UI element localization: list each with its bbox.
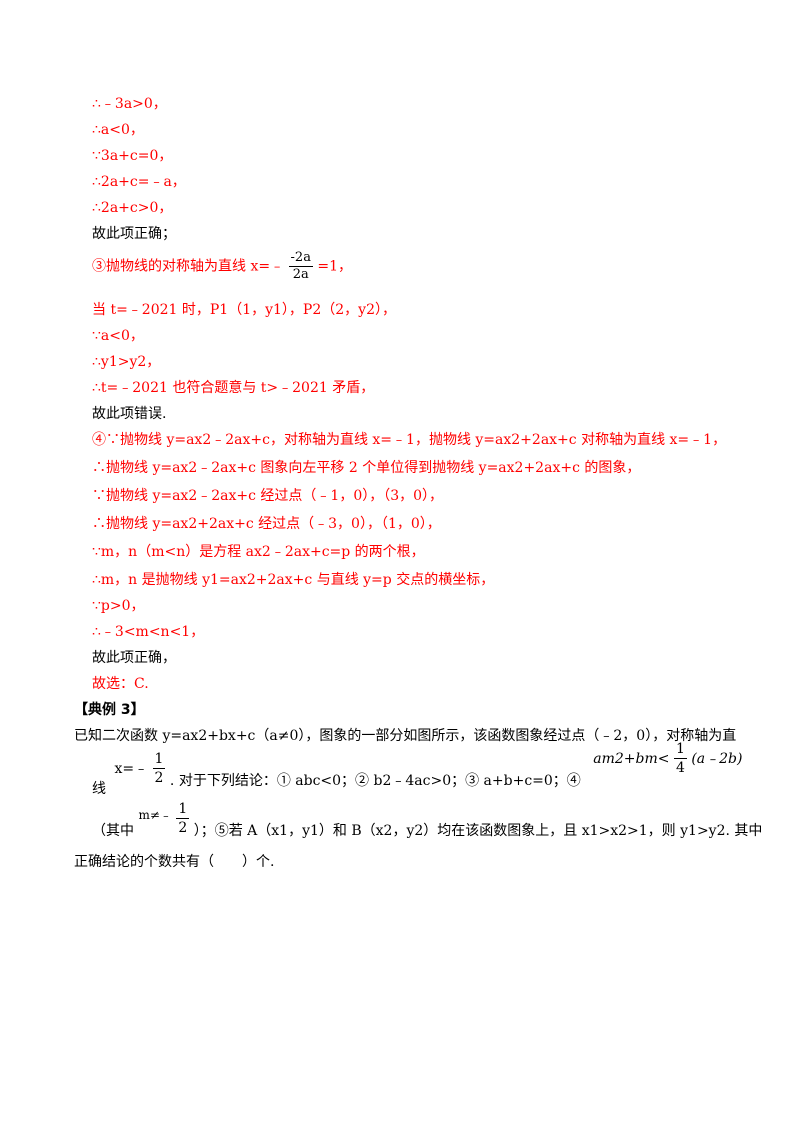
example-m-neq: m≠﹣: [138, 807, 172, 822]
example-ineq-right: (a﹣2b): [691, 750, 743, 767]
item3-axis-line: ③抛物线的对称轴为直线 x=﹣ -2a 2a =1，: [92, 250, 352, 283]
final-answer: 故选：C.: [92, 676, 149, 692]
item4-line-6: ∴m，n 是抛物线 y1=ax2+2ax+c 与直线 y=p 交点的横坐标，: [92, 572, 495, 588]
item4-line-3: ∵抛物线 y=ax2﹣2ax+c 经过点（﹣1，0），（3，0），: [92, 488, 444, 504]
solution-line-4: ∴2a+c=﹣a，: [92, 174, 186, 190]
example-line-2-pre: 线: [92, 780, 106, 797]
item3-line-3: ∵a<0，: [92, 328, 144, 344]
example-ineq-fraction: 1 4: [673, 740, 687, 777]
example-half-num: 1: [154, 751, 164, 767]
item3-frac-num: -2a: [290, 250, 311, 265]
example-line-3-post: ）；⑤若 A（x1，y1）和 B（x2，y2）均在该函数图象上，且 x1>x2>…: [193, 822, 763, 839]
solution-line-5: ∴2a+c>0，: [92, 200, 173, 216]
example-half-den: 2: [152, 768, 166, 786]
example-axis-x: x=﹣: [114, 760, 149, 777]
item4-line-1: ④∵抛物线 y=ax2﹣2ax+c，对称轴为直线 x=﹣1，抛物线 y=ax2+…: [92, 432, 727, 448]
item3-frac-den: 2a: [288, 266, 313, 283]
solution-line-1: ∴﹣3a>0，: [92, 96, 167, 112]
example-ineq-den: 4: [673, 758, 687, 776]
example-line-1: 已知二次函数 y=ax2+bx+c（a≠0），图象的一部分如图所示，该函数图象经…: [74, 728, 737, 744]
item3-line-5: ∴t=﹣2021 也符合题意与 t>﹣2021 矛盾，: [92, 380, 375, 396]
item4-conclusion: 故此项正确，: [92, 650, 176, 666]
item4-line-7: ∵p>0，: [92, 598, 145, 614]
example-line-4: 正确结论的个数共有（ ）个.: [74, 854, 275, 870]
item4-line-2: ∴抛物线 y=ax2﹣2ax+c 图象向左平移 2 个单位得到抛物线 y=ax2…: [92, 460, 641, 476]
example-line-3: （其中 m≠﹣ 1 2 ）；⑤若 A（x1，y1）和 B（x2，y2）均在该函数…: [92, 800, 763, 839]
item3-prefix: ③抛物线的对称轴为直线 x=﹣: [92, 258, 285, 275]
item3-conclusion: 故此项错误.: [92, 406, 167, 422]
item4-line-5: ∵m，n（m<n）是方程 ax2﹣2ax+c=p 的两个根，: [92, 544, 425, 560]
conclusion-correct-1: 故此项正确；: [92, 226, 176, 242]
solution-line-3: ∵3a+c=0，: [92, 148, 173, 164]
solution-line-2: ∴a<0，: [92, 122, 144, 138]
example-heading: 【典例 3】: [74, 702, 145, 718]
example-ineq-left: am2+bm<: [593, 750, 670, 767]
item4-line-4: ∴抛物线 y=ax2+2ax+c 经过点（﹣3，0），（1，0），: [92, 516, 441, 532]
item3-suffix: =1，: [317, 258, 353, 275]
item3-line-2: 当 t=﹣2021 时，P1（1，y1），P2（2，y2），: [92, 302, 396, 318]
item3-line-4: ∴y1>y2，: [92, 354, 161, 370]
item3-fraction: -2a 2a: [288, 250, 313, 283]
example-line-2: 线 x=﹣ 1 2 . 对于下列结论：① abc<0；② b2﹣4ac>0；③ …: [92, 741, 743, 797]
example-half-fraction: 1 2: [152, 750, 166, 787]
example-line-3-pre: （其中: [92, 822, 134, 839]
example-line-2-mid: . 对于下列结论：① abc<0；② b2﹣4ac>0；③ a+b+c=0；④: [169, 772, 581, 789]
example-m-num: 1: [178, 801, 188, 817]
item4-line-8: ∴﹣3<m<n<1，: [92, 624, 205, 640]
example-ineq-num: 1: [675, 741, 685, 757]
example-m-fraction: 1 2: [176, 800, 190, 837]
example-m-den: 2: [176, 818, 190, 836]
